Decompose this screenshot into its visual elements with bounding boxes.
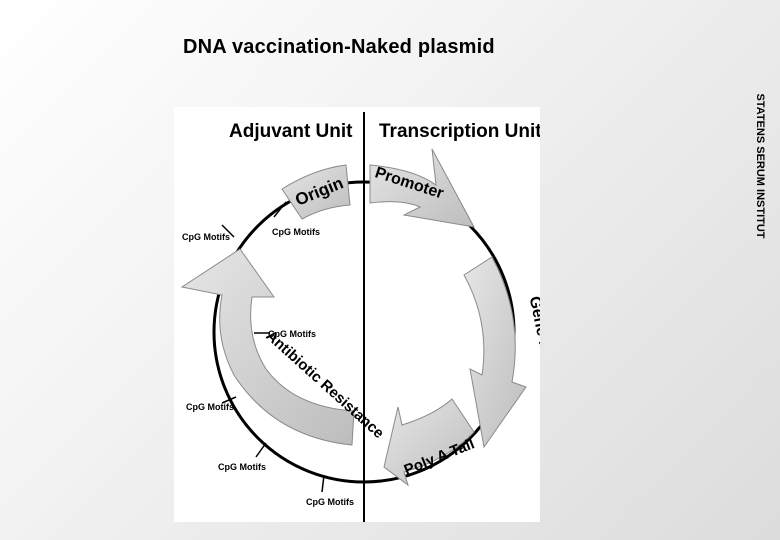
transcription-unit-header: Transcription Unit xyxy=(379,121,540,142)
cpg-tick xyxy=(255,442,267,458)
cpg-motifs-label: CpG Motifs xyxy=(182,232,230,242)
slide-title: DNA vaccination-Naked plasmid xyxy=(183,36,495,58)
cpg-tick xyxy=(221,224,235,238)
origin-segment xyxy=(281,164,351,220)
gene-insert-label: Gene Insert xyxy=(526,295,540,385)
cpg-motifs-label: CpG Motifs xyxy=(186,402,234,412)
cpg-tick xyxy=(321,474,325,493)
cpg-motifs-label: CpG Motifs xyxy=(268,329,316,339)
plasmid-diagram: Adjuvant Unit Transcription Unit Origin … xyxy=(180,112,561,522)
promoter-arrow xyxy=(369,148,475,228)
cpg-motifs-label: CpG Motifs xyxy=(272,227,320,237)
adjuvant-unit-header: Adjuvant Unit xyxy=(229,121,353,142)
plasmid-diagram-panel: Adjuvant Unit Transcription Unit Origin … xyxy=(174,107,561,522)
institute-label: STATENS SERUM INSTITUT xyxy=(754,93,766,239)
antibiotic-resistance-arrow xyxy=(180,248,355,446)
cpg-motifs-label: CpG Motifs xyxy=(306,497,354,507)
cpg-tick xyxy=(273,201,287,218)
cpg-tick xyxy=(221,396,237,404)
poly-a-tail-arrow xyxy=(383,398,475,487)
cpg-motifs-label: CpG Motifs xyxy=(218,462,266,472)
gene-insert-arrow xyxy=(463,256,527,449)
